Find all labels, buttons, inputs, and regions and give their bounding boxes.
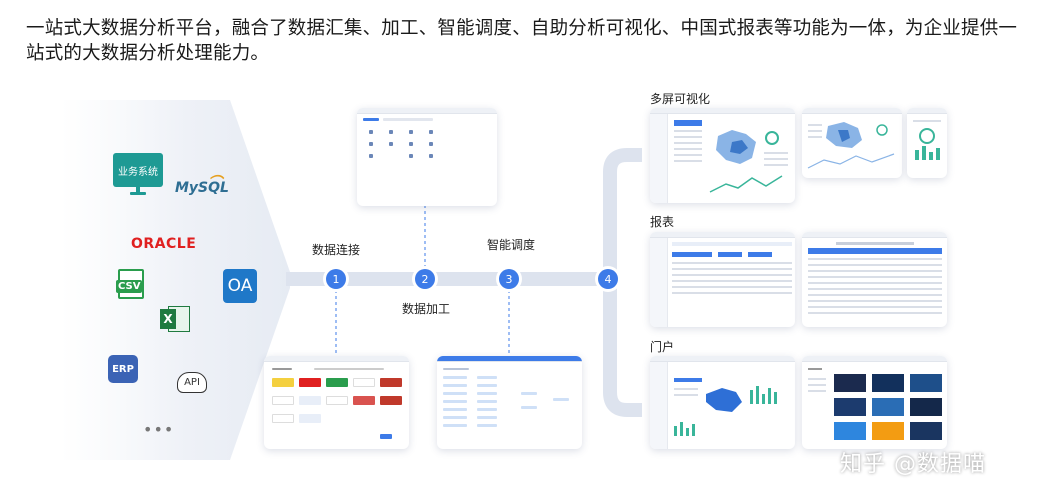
stage-1-label: 数据连接 — [312, 243, 361, 257]
api-cloud-icon: API — [172, 366, 212, 398]
section-title-portal: 门户 — [650, 340, 675, 354]
mysql-logo: MySQL ⌒ — [175, 175, 229, 196]
section-title-multi-screen: 多屏可视化 — [650, 92, 711, 106]
stage-3-node: 3 — [499, 269, 519, 289]
scheduling-flow-screenshot — [357, 108, 497, 206]
erp-icon: ERP — [108, 355, 138, 383]
multi-screen-dashboard-mobile — [907, 108, 947, 178]
excel-icon: X — [160, 304, 192, 334]
main-pipe — [286, 272, 616, 286]
csv-file-icon: CSV — [116, 268, 146, 300]
headline: 一站式大数据分析平台，融合了数据汇集、加工、智能调度、自助分析可视化、中国式报表… — [26, 18, 1018, 64]
branch-pipe — [603, 148, 642, 279]
report-table-screenshot — [802, 232, 947, 327]
oa-icon: OA — [223, 269, 257, 303]
api-label: API — [177, 371, 207, 393]
portal-dashboard-screenshot — [650, 356, 795, 449]
stage-2-node: 2 — [415, 269, 435, 289]
stage-3-label: 智能调度 — [487, 238, 536, 252]
data-processing-screenshot — [437, 356, 582, 449]
watermark: 知乎 @数据喵 — [840, 452, 986, 477]
business-system-icon: 业务系统 — [113, 152, 163, 196]
stage-4-node: 4 — [598, 269, 618, 289]
csv-label: CSV — [116, 280, 143, 293]
multi-screen-dashboard-large — [650, 108, 795, 203]
excel-label: X — [160, 309, 176, 329]
report-designer-screenshot — [650, 232, 795, 327]
mysql-label: MySQL — [175, 180, 229, 196]
business-system-label: 业务系统 — [113, 153, 163, 187]
branch-pipe-lower — [603, 279, 642, 417]
portal-gallery-screenshot — [802, 356, 947, 449]
dolphin-icon: ⌒ — [208, 175, 222, 191]
multi-screen-dashboard-medium — [802, 108, 902, 178]
data-connection-screenshot — [264, 356, 409, 449]
section-title-report: 报表 — [650, 215, 675, 229]
stage-1-node: 1 — [326, 269, 346, 289]
stage-2-label: 数据加工 — [402, 302, 451, 316]
more-sources-indicator: ••• — [143, 420, 175, 439]
oracle-logo: ORACLE — [131, 236, 197, 252]
